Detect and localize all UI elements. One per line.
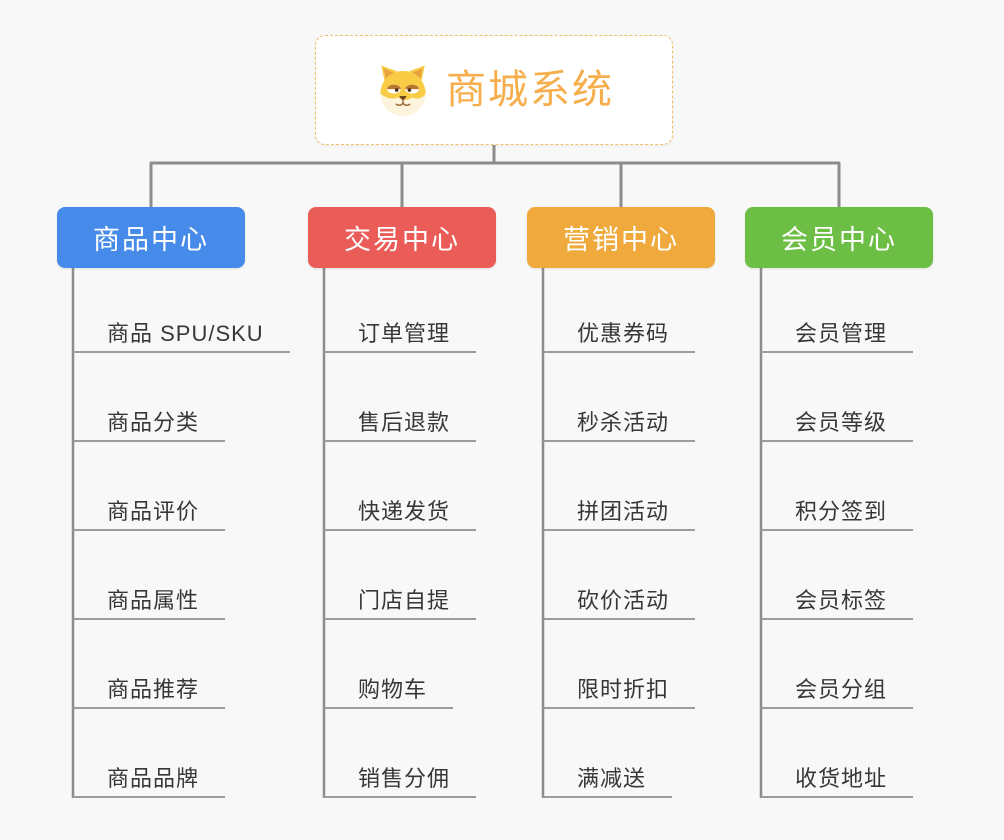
subtopic-label[interactable]: 会员等级 xyxy=(761,412,914,442)
branch-topic-marketing-center[interactable]: 营销中心 xyxy=(527,207,715,268)
branch-children-marketing-center: 优惠券码 秒杀活动 拼团活动 砍价活动 限时折扣 满减送 xyxy=(543,264,696,798)
subtopic-item: 销售分佣 xyxy=(324,709,477,798)
branch-topic-label: 营销中心 xyxy=(563,225,679,255)
subtopic-item: 会员等级 xyxy=(761,353,914,442)
subtopic-item: 秒杀活动 xyxy=(543,353,696,442)
subtopic-label[interactable]: 商品评价 xyxy=(73,501,226,531)
subtopic-label[interactable]: 会员管理 xyxy=(761,323,914,353)
subtopic-item: 满减送 xyxy=(543,709,695,798)
root-topic[interactable]: 商城系统 xyxy=(315,35,673,145)
subtopic-label[interactable]: 售后退款 xyxy=(324,412,477,442)
subtopic-item: 积分签到 xyxy=(761,442,914,531)
subtopic-label[interactable]: 秒杀活动 xyxy=(543,412,696,442)
subtopic-label[interactable]: 收货地址 xyxy=(761,768,914,798)
subtopic-label[interactable]: 拼团活动 xyxy=(543,501,696,531)
subtopic-item: 门店自提 xyxy=(324,531,477,620)
branch-topic-member-center[interactable]: 会员中心 xyxy=(745,207,933,268)
subtopic-item: 会员分组 xyxy=(761,620,914,709)
subtopic-label[interactable]: 砍价活动 xyxy=(543,590,696,620)
subtopic-label[interactable]: 商品 SPU/SKU xyxy=(73,323,290,353)
subtopic-item: 商品评价 xyxy=(73,442,290,531)
branch-rail-line xyxy=(149,161,841,207)
subtopic-label[interactable]: 限时折扣 xyxy=(543,679,696,709)
branch-children-product-center: 商品 SPU/SKU 商品分类 商品评价 商品属性 商品推荐 商品品牌 xyxy=(73,264,290,798)
subtopic-item: 订单管理 xyxy=(324,264,477,353)
branch-children-trade-center: 订单管理 售后退款 快递发货 门店自提 购物车 销售分佣 xyxy=(324,264,477,798)
subtopic-label[interactable]: 优惠券码 xyxy=(543,323,696,353)
subtopic-item: 商品品牌 xyxy=(73,709,290,798)
subtopic-label[interactable]: 会员分组 xyxy=(761,679,914,709)
subtopic-label[interactable]: 快递发货 xyxy=(324,501,477,531)
subtopic-item: 会员管理 xyxy=(761,264,914,353)
branch-topic-label: 商品中心 xyxy=(93,225,209,255)
branch-topic-product-center[interactable]: 商品中心 xyxy=(57,207,245,268)
subtopic-label[interactable]: 销售分佣 xyxy=(324,768,477,798)
subtopic-item: 商品 SPU/SKU xyxy=(73,264,290,353)
subtopic-label[interactable]: 满减送 xyxy=(543,768,673,798)
subtopic-item: 商品推荐 xyxy=(73,620,290,709)
subtopic-item: 优惠券码 xyxy=(543,264,696,353)
subtopic-label[interactable]: 商品分类 xyxy=(73,412,226,442)
subtopic-item: 会员标签 xyxy=(761,531,914,620)
subtopic-label[interactable]: 门店自提 xyxy=(324,590,477,620)
branch-topic-label: 会员中心 xyxy=(781,225,897,255)
subtopic-item: 商品属性 xyxy=(73,531,290,620)
subtopic-label[interactable]: 商品推荐 xyxy=(73,679,226,709)
subtopic-item: 商品分类 xyxy=(73,353,290,442)
subtopic-item: 快递发货 xyxy=(324,442,477,531)
branch-children-member-center: 会员管理 会员等级 积分签到 会员标签 会员分组 收货地址 xyxy=(761,264,914,798)
subtopic-item: 拼团活动 xyxy=(543,442,696,531)
subtopic-item: 售后退款 xyxy=(324,353,477,442)
root-topic-title: 商城系统 xyxy=(446,68,614,112)
dog-face-icon xyxy=(380,65,426,117)
subtopic-item: 购物车 xyxy=(324,620,476,709)
subtopic-item: 砍价活动 xyxy=(543,531,696,620)
subtopic-item: 限时折扣 xyxy=(543,620,696,709)
subtopic-label[interactable]: 商品属性 xyxy=(73,590,226,620)
branch-topic-label: 交易中心 xyxy=(344,225,460,255)
subtopic-label[interactable]: 商品品牌 xyxy=(73,768,226,798)
subtopic-item: 收货地址 xyxy=(761,709,914,798)
branch-topic-trade-center[interactable]: 交易中心 xyxy=(308,207,496,268)
subtopic-label[interactable]: 购物车 xyxy=(324,679,454,709)
subtopic-label[interactable]: 会员标签 xyxy=(761,590,914,620)
subtopic-label[interactable]: 订单管理 xyxy=(324,323,477,353)
subtopic-label[interactable]: 积分签到 xyxy=(761,501,914,531)
